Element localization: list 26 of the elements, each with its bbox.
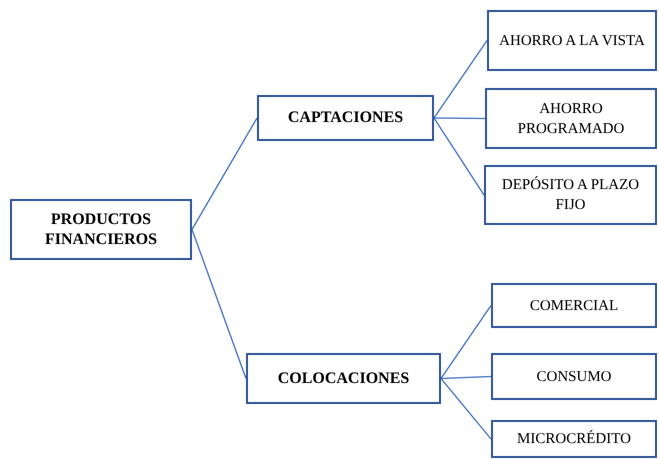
connector-line — [433, 118, 485, 196]
box-label: PRODUCTOS FINANCIEROS — [44, 210, 158, 250]
category-box — [487, 10, 657, 71]
category-box — [485, 88, 657, 149]
category-box — [491, 353, 657, 400]
category-box — [246, 353, 441, 404]
category-box — [10, 199, 192, 260]
box-label: AHORRO PROGRAMADO — [516, 100, 626, 138]
box-label: AHORRO A LA VISTA — [499, 32, 645, 50]
box-label: DEPÓSITO A PLAZO FIJO — [500, 175, 640, 215]
box-label: COMERCIAL — [530, 296, 618, 316]
connector-line — [440, 376, 492, 380]
connector-line — [440, 378, 492, 440]
box-label: COLOCACIONES — [278, 368, 410, 388]
box-label: MICROCRÉDITO — [517, 429, 631, 449]
category-box — [484, 165, 657, 225]
box-label: CONSUMO — [536, 368, 612, 386]
connector-line — [433, 40, 488, 118]
connector-line — [191, 118, 258, 230]
category-box — [257, 95, 434, 141]
category-box — [491, 420, 657, 458]
category-box — [491, 283, 657, 328]
connector-line — [440, 305, 492, 379]
connector-line — [434, 117, 485, 120]
connector-line — [191, 229, 247, 379]
box-label: CAPTACIONES — [288, 108, 404, 128]
